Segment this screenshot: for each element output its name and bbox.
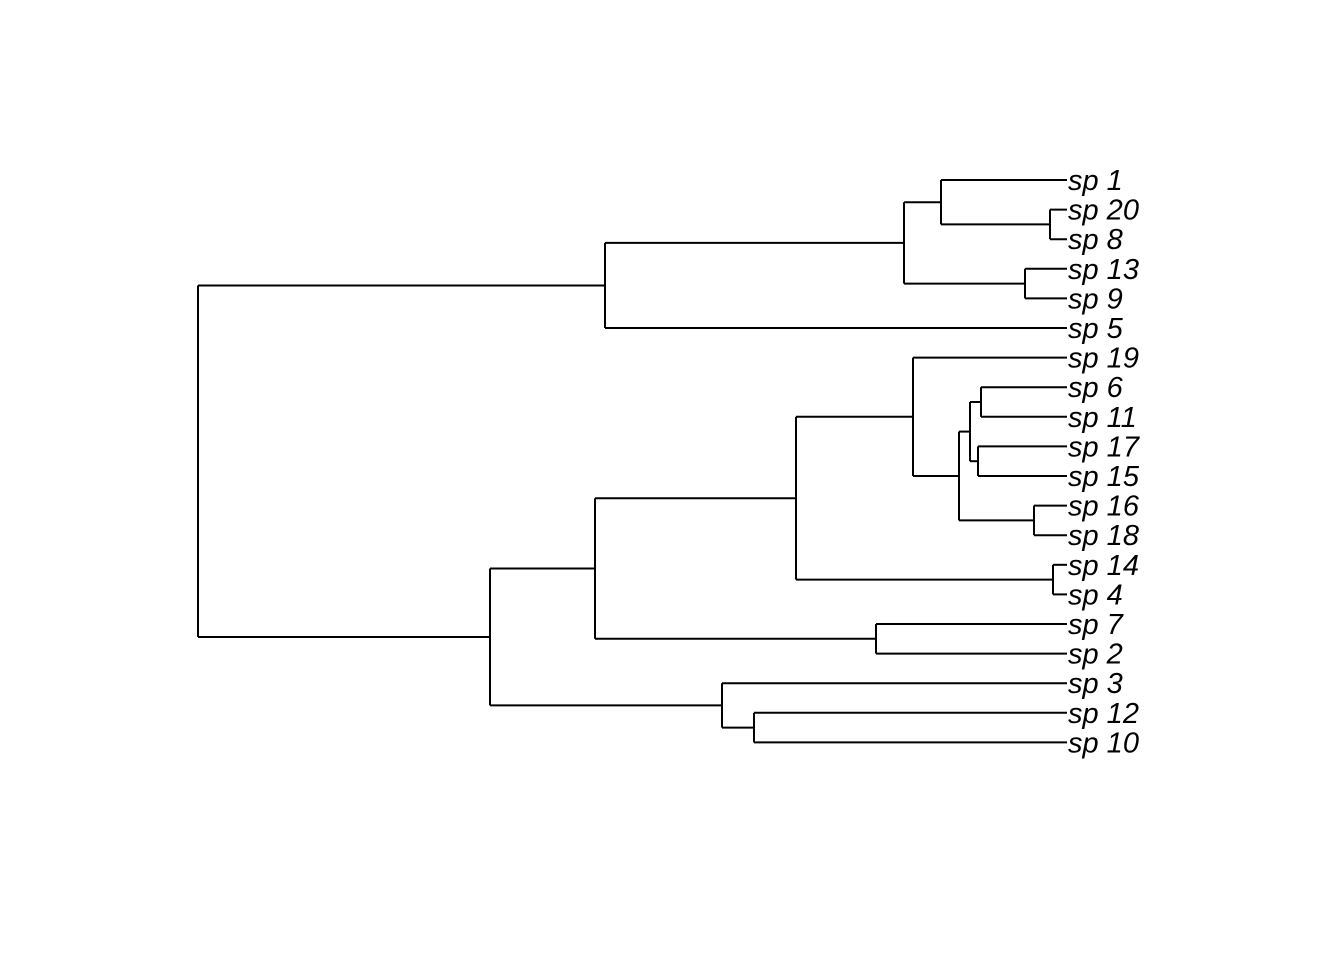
tip-labels: sp 1 sp 20 sp 8 sp 13 sp 9 sp 5 sp 19 sp…: [1068, 165, 1141, 759]
tip-label-sp-14: sp 14: [1068, 550, 1139, 582]
tip-label-sp-8: sp 8: [1068, 224, 1123, 256]
tip-label-sp-10: sp 10: [1068, 727, 1139, 759]
tip-label-sp-15: sp 15: [1068, 461, 1140, 493]
tip-label-sp-20: sp 20: [1068, 195, 1139, 227]
tip-label-sp-18: sp 18: [1068, 520, 1139, 552]
tip-label-sp-19: sp 19: [1068, 343, 1139, 375]
tip-label-sp-13: sp 13: [1068, 254, 1139, 286]
tip-label-sp-1: sp 1: [1068, 165, 1123, 197]
tip-label-sp-3: sp 3: [1068, 668, 1123, 700]
tip-label-sp-12: sp 12: [1068, 698, 1139, 730]
tip-label-sp-9: sp 9: [1068, 283, 1123, 315]
tip-label-sp-6: sp 6: [1068, 372, 1124, 404]
tip-label-sp-7: sp 7: [1068, 609, 1125, 641]
tip-label-sp-2: sp 2: [1068, 639, 1123, 671]
tip-label-sp-4: sp 4: [1068, 579, 1123, 611]
tree-branches: [197, 179, 1067, 744]
tip-label-sp-16: sp 16: [1068, 491, 1140, 523]
tip-label-sp-5: sp 5: [1068, 313, 1124, 345]
tip-label-sp-11: sp 11: [1068, 402, 1137, 434]
tip-label-sp-17: sp 17: [1068, 431, 1141, 463]
